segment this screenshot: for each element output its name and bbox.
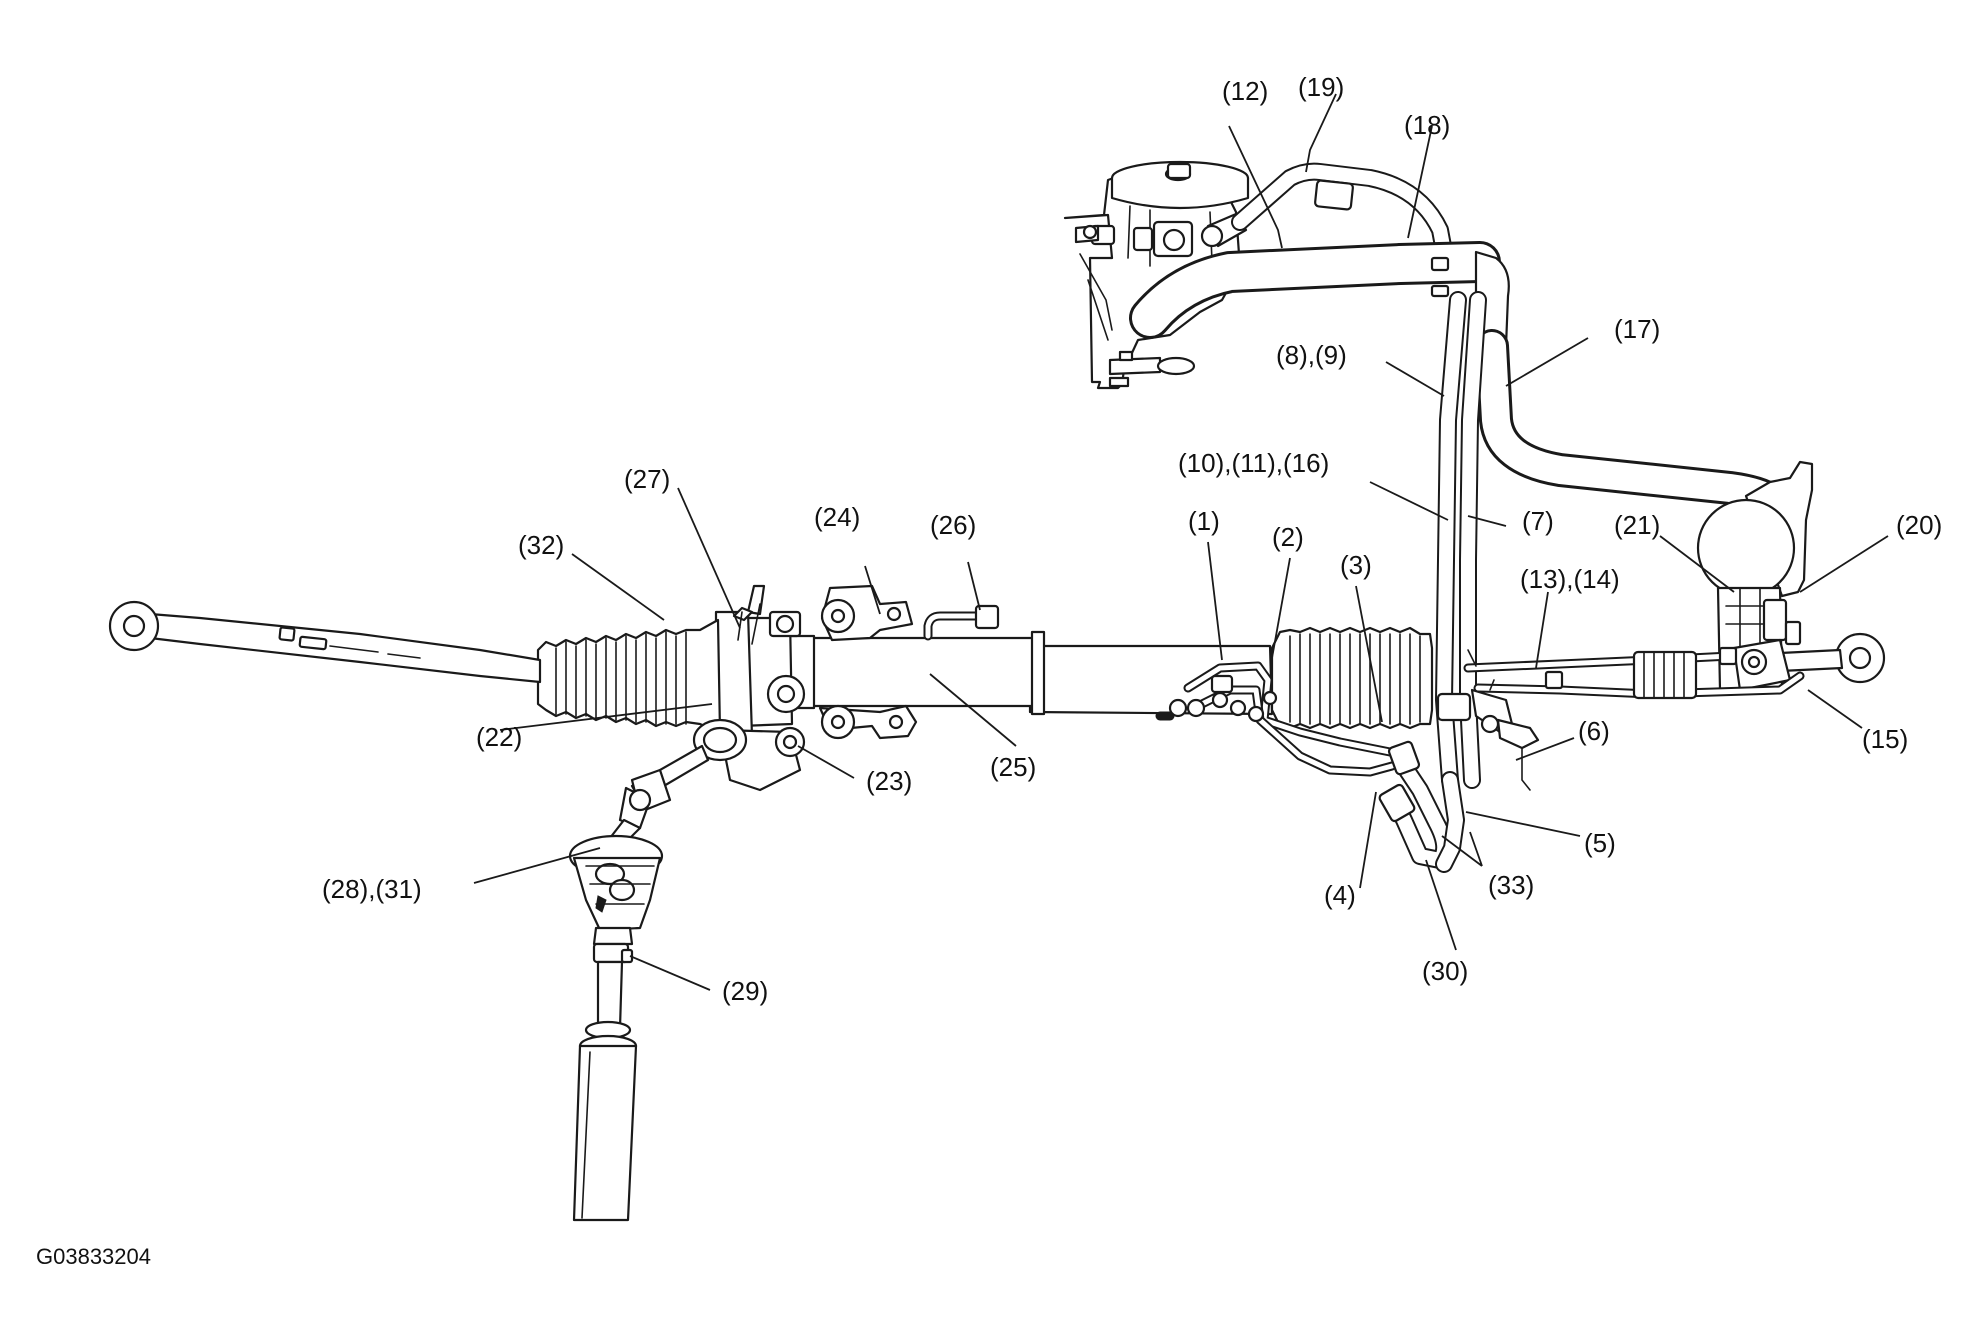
steering-gearbox	[714, 584, 806, 792]
pipe-13-14-15	[1463, 646, 1805, 700]
callout-20: (20)	[1896, 510, 1942, 540]
pipe-26	[923, 604, 1000, 641]
callout-24: (24)	[814, 502, 860, 532]
callout-32: (32)	[518, 530, 564, 560]
callout-23: (23)	[866, 766, 912, 796]
callout-33: (33)	[1488, 870, 1534, 900]
callout-7: (7)	[1522, 506, 1554, 536]
callout-18: (18)	[1404, 110, 1450, 140]
left-boot	[536, 618, 722, 734]
callout-22: (22)	[476, 722, 522, 752]
tie-rod-left	[108, 600, 542, 684]
mount-bracket-24	[818, 584, 918, 740]
callout-labels: (12) (19) (18) (17) (8),(9) (10),(11),(1…	[322, 72, 1942, 1006]
callout-4: (4)	[1324, 880, 1356, 910]
callout-25: (25)	[990, 752, 1036, 782]
callout-6: (6)	[1578, 716, 1610, 746]
callout-10-11-16: (10),(11),(16)	[1178, 448, 1329, 478]
universal-joint-shaft	[608, 718, 748, 852]
callout-21: (21)	[1614, 510, 1660, 540]
column-shaft	[572, 960, 638, 1222]
right-boot	[1270, 626, 1434, 730]
hose-30-return	[1378, 740, 1465, 873]
callout-30: (30)	[1422, 956, 1468, 986]
leader-lines	[473, 93, 1889, 991]
lower-joint-28-31	[568, 834, 664, 964]
callout-2: (2)	[1272, 522, 1304, 552]
callout-28-31: (28),(31)	[322, 874, 422, 904]
callout-29: (29)	[722, 976, 768, 1006]
callout-12: (12)	[1222, 76, 1268, 106]
hoses-7-8-9	[1435, 291, 1487, 789]
callout-13-14: (13),(14)	[1520, 564, 1620, 594]
figure-code: G03833204	[36, 1244, 151, 1269]
line-pipes-1-to-6	[1155, 661, 1397, 777]
tie-rod-end-right	[1732, 632, 1886, 692]
power-steering-pump	[1063, 160, 1250, 390]
callout-3: (3)	[1340, 550, 1372, 580]
callout-5: (5)	[1584, 828, 1616, 858]
callout-27: (27)	[624, 464, 670, 494]
callout-17: (17)	[1614, 314, 1660, 344]
pressure-hose-19	[1231, 162, 1455, 271]
callout-19: (19)	[1298, 72, 1344, 102]
callout-1: (1)	[1188, 506, 1220, 536]
callout-15: (15)	[1862, 724, 1908, 754]
callout-8-9: (8),(9)	[1276, 340, 1347, 370]
callout-26: (26)	[930, 510, 976, 540]
